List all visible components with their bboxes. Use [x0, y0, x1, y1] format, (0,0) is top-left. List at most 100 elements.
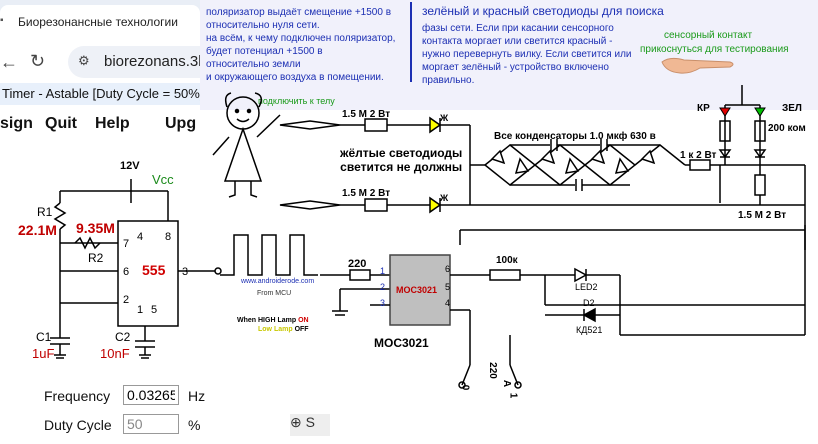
note-line: поляризатор выдаёт смещение +1500 в	[206, 7, 392, 18]
tune-icon[interactable]: ⚙	[78, 53, 90, 68]
duty-cycle-field[interactable]	[123, 414, 179, 434]
capacitors-note: Все конденсаторы 1.0 мкф 630 в	[494, 131, 656, 142]
timer-555-circuit: 555 7 4 8 6 3 2 1 5	[50, 179, 222, 359]
frequency-field[interactable]	[123, 385, 179, 405]
yellow-led-note: жёлтые светодиоды светится не должны	[340, 146, 462, 174]
r-200k-label: 200 ком	[768, 123, 806, 134]
polarizer-note: поляризатор выдаёт смещение +1500 в отно…	[206, 6, 406, 84]
led-zh-bottom: Ж	[440, 193, 449, 203]
led-zel-label: ЗЕЛ	[782, 103, 802, 114]
n1-label: 0	[459, 384, 471, 391]
person-figure-icon	[212, 92, 281, 198]
sensor-label-1: сенсорный контакт	[664, 30, 753, 41]
note-line: относительно земли	[206, 59, 301, 70]
simulate-button-icon: ⊕	[290, 414, 306, 430]
menu-bar	[0, 105, 205, 143]
frequency-label: Frequency	[44, 388, 111, 404]
sensor-label-2: прикоснуться для тестирования	[640, 44, 789, 55]
c1-label: C1	[36, 330, 52, 344]
moc-pin-3: 3	[380, 298, 386, 308]
site-favicon-icon: ▪	[0, 15, 4, 26]
moc-pin-5: 5	[445, 282, 451, 292]
r-bottom-label: 1.5 М 2 Вт	[342, 188, 391, 199]
frequency-unit: Hz	[188, 388, 206, 404]
notes-panel	[200, 0, 818, 110]
led-note: фазы сети. Если при касании сенсорного к…	[422, 22, 632, 87]
d2-label: D2	[583, 298, 595, 308]
duty-cycle-unit: %	[188, 417, 201, 433]
pin-3: 3	[182, 266, 188, 278]
r2-label: R2	[88, 251, 104, 265]
note-line: нужно перевернуть вилку. Если светится и…	[422, 49, 632, 60]
pin-4: 4	[137, 231, 143, 243]
menu-sign[interactable]: sign	[0, 115, 33, 132]
r1-value[interactable]: 22.1M	[18, 222, 57, 238]
menu-upgrade[interactable]: Upg	[165, 115, 197, 132]
moc-pin-6: 6	[445, 264, 451, 274]
moc-r-100k-label: 100к	[496, 255, 518, 266]
chip-555-label: 555	[142, 262, 166, 278]
r-1k-label: 1 к 2 Вт	[680, 150, 717, 161]
c1-value[interactable]: 1uF	[32, 346, 55, 361]
simulate-button[interactable]: ⊕ S	[290, 414, 330, 436]
site-label: www.androiderode.com	[241, 278, 315, 285]
moc3021-circuit	[220, 225, 806, 389]
r1-label: R1	[37, 205, 53, 219]
moc-pin-2: 2	[380, 282, 386, 292]
on-text: ON	[298, 317, 309, 324]
simulate-button-label: S	[305, 414, 315, 430]
note-line: правильно.	[422, 75, 475, 86]
vcc-voltage: 12V	[120, 160, 140, 172]
note-line: моргает зелёный - устройство включено	[422, 62, 609, 73]
vcc-label: Vcc	[152, 172, 174, 187]
note-line: и окружающего воздуха в помещении.	[206, 72, 384, 83]
r-top-label: 1.5 М 2 Вт	[342, 109, 391, 120]
note-line: будет потенциал +1500 в	[206, 46, 323, 57]
note-line: контакта моргает или светится красный -	[422, 36, 613, 47]
moc-label: MOC3021	[374, 336, 429, 350]
led-note-title: зелёный и красный светодиоды для поиска	[422, 4, 664, 18]
a-label: A	[501, 379, 513, 388]
pin-5: 5	[151, 304, 157, 316]
url-field[interactable]	[68, 46, 218, 78]
pin-7: 7	[123, 238, 129, 250]
sim-window-title: Timer - Astable [Duty Cycle = 50%]	[2, 86, 204, 101]
moc-r-in-label: 220	[348, 258, 367, 270]
divider	[410, 2, 412, 82]
v220-label: 220	[486, 362, 498, 379]
note-line: жёлтые светодиоды	[340, 146, 463, 160]
pin-6: 6	[123, 266, 129, 278]
menu-help[interactable]: Help	[95, 115, 130, 132]
back-arrow-icon[interactable]: ←	[0, 52, 18, 72]
led-kr-label: КР	[697, 103, 710, 114]
note-line: светится не должны	[340, 160, 463, 174]
moc-pin-4: 4	[445, 298, 451, 308]
sim-window-titlebar	[0, 83, 205, 105]
led-zh-top: Ж	[440, 113, 449, 123]
c2-value[interactable]: 10nF	[100, 346, 130, 361]
reload-icon[interactable]: ↻	[30, 51, 46, 71]
note-line: фазы сети. Если при касании сенсорного	[422, 23, 614, 34]
moc-pin-1: 1	[380, 266, 386, 276]
moc-chip-label: MOC3021	[396, 285, 438, 295]
r-right-label: 1.5 М 2 Вт	[738, 210, 787, 221]
tab-title: Биорезонансные технологии	[18, 15, 178, 29]
when-high-text: When HIGH Lamp	[237, 317, 297, 324]
connect-body-label: подключить к телу	[258, 96, 335, 106]
pin-2: 2	[123, 294, 129, 306]
pin-8: 8	[165, 231, 171, 243]
led2-label: LED2	[575, 282, 598, 292]
kd521-label: КД521	[576, 325, 603, 335]
c2-label: C2	[115, 330, 131, 344]
url-text[interactable]: biorezonans.3b	[104, 53, 207, 70]
menu-quit[interactable]: Quit	[45, 115, 77, 132]
polarizer-schematic	[279, 85, 806, 250]
duty-cycle-label: Duty Cycle	[44, 417, 112, 433]
r2-value[interactable]: 9.35M	[76, 220, 115, 236]
off-text: OFF	[294, 326, 309, 333]
from-mcu-label: From MCU	[257, 290, 292, 297]
low-lamp-note: Low Lamp OFF	[258, 326, 309, 333]
browser-tab[interactable]	[0, 5, 200, 40]
note-line: на всём, к чему подключен поляризатор,	[206, 33, 396, 44]
low-lamp-text: Low Lamp	[258, 326, 293, 333]
